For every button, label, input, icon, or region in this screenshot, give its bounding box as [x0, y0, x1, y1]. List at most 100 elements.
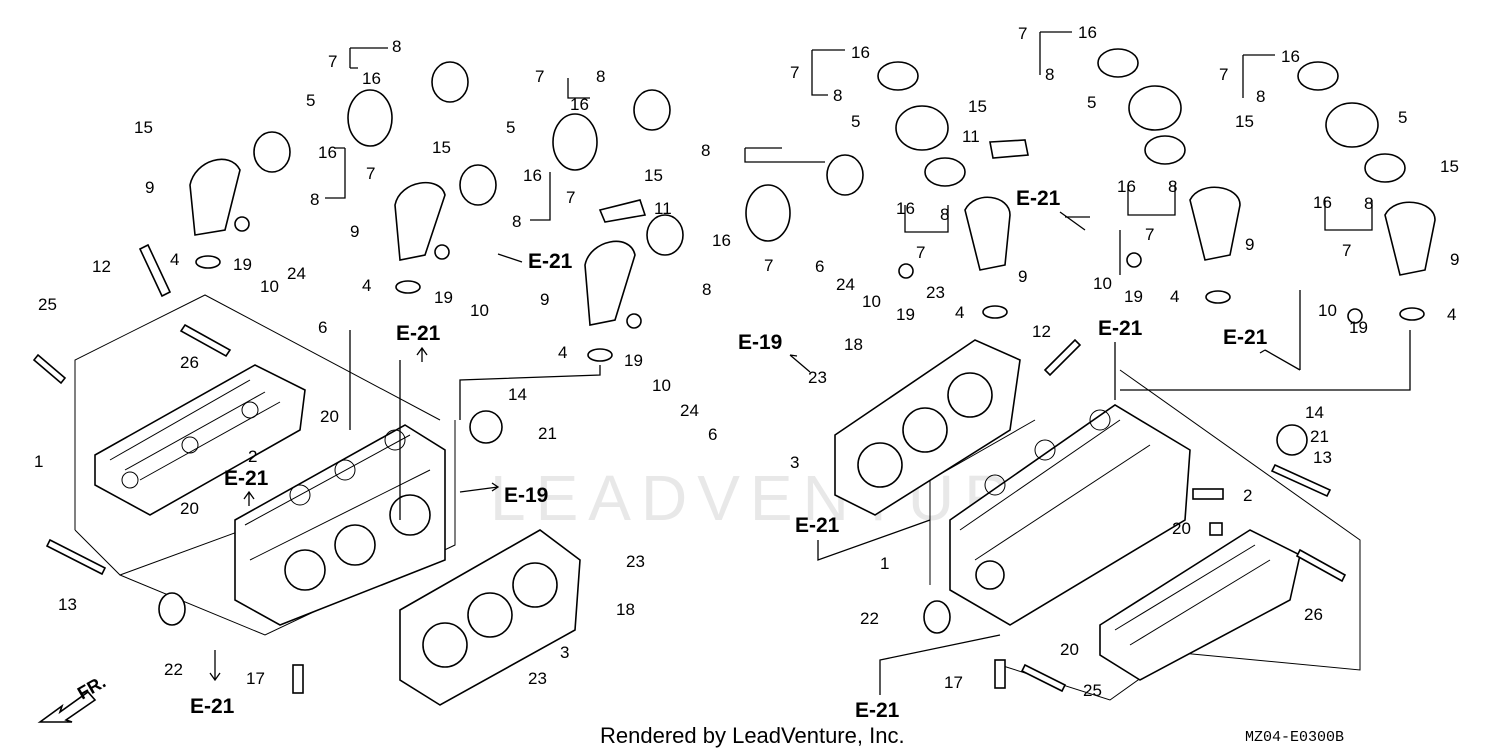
stud-2-right[interactable] [1192, 488, 1224, 500]
callout-8: 8 [833, 86, 842, 105]
callout-2: 2 [248, 447, 257, 466]
washer-19e[interactable] [1126, 252, 1142, 268]
ref-e21-8: E-21 [795, 514, 840, 537]
washer-19d[interactable] [898, 263, 914, 279]
washer-19c[interactable] [626, 313, 642, 329]
callout-15: 15 [968, 97, 987, 116]
bolt-25-right[interactable] [1020, 663, 1067, 693]
bracket-11-right[interactable] [989, 139, 1029, 159]
seal-21-left[interactable] [469, 410, 503, 444]
callout-1: 1 [880, 554, 889, 573]
callout-8: 8 [512, 212, 521, 231]
bolt-13-right[interactable] [1270, 463, 1332, 498]
washer-19a[interactable] [234, 216, 250, 232]
clamp-7g[interactable] [877, 61, 919, 91]
intake-pipe-9f[interactable] [1384, 201, 1436, 276]
seal-21-right[interactable] [1276, 424, 1308, 456]
o-ring-4b[interactable] [395, 280, 421, 294]
callout-3: 3 [560, 643, 569, 662]
joint-5a[interactable] [347, 89, 393, 147]
bracket-11-left[interactable] [598, 199, 647, 223]
intake-pipe-9c[interactable] [584, 240, 636, 326]
intake-pipe-9b[interactable] [394, 181, 446, 261]
clamp-7k[interactable] [1144, 135, 1186, 165]
intake-pipe-9a[interactable] [189, 158, 241, 236]
clamp-7f[interactable] [646, 214, 684, 256]
joint-5c[interactable] [745, 184, 791, 242]
ref-e21-5: E-21 [1016, 187, 1061, 210]
callout-24: 24 [287, 264, 306, 283]
callout-8: 8 [1256, 87, 1265, 106]
callout-7: 7 [535, 67, 544, 86]
clamp-7i[interactable] [1297, 61, 1339, 91]
callout-21: 21 [538, 424, 557, 443]
callout-8: 8 [702, 280, 711, 299]
camshaft-holder-left[interactable] [94, 364, 306, 516]
clamp-7j[interactable] [924, 157, 966, 187]
callout-7: 7 [916, 243, 925, 262]
clamp-7c[interactable] [633, 89, 671, 131]
callout-7: 7 [1145, 225, 1154, 244]
callout-8: 8 [1045, 65, 1054, 84]
clamp-7h[interactable] [1097, 48, 1139, 78]
leader-lines-right-4 [904, 205, 949, 233]
head-gasket-right[interactable] [834, 339, 1021, 516]
seal-22-right[interactable] [923, 600, 951, 634]
callout-20: 20 [320, 407, 339, 426]
o-ring-4d[interactable] [982, 305, 1008, 319]
seal-22-left[interactable] [158, 592, 186, 626]
joint-5d[interactable] [895, 105, 949, 151]
bolt-26-left[interactable] [179, 323, 232, 358]
camshaft-holder-right[interactable] [1099, 529, 1301, 681]
cylinder-head-left[interactable] [234, 424, 446, 626]
bolt-26-right[interactable] [1295, 548, 1347, 583]
o-ring-4a[interactable] [195, 255, 221, 269]
washer-19f[interactable] [1347, 308, 1363, 324]
washer-19b[interactable] [434, 244, 450, 260]
dowel-20-right[interactable] [1209, 522, 1223, 536]
leader-lines-left-3 [530, 172, 551, 221]
arrow-e19-1 [459, 482, 500, 493]
o-ring-4c[interactable] [587, 348, 613, 362]
intake-pipe-9e[interactable] [1189, 186, 1241, 261]
clamp-7a[interactable] [431, 61, 469, 103]
leader-lines-left-5 [349, 330, 401, 520]
callout-19: 19 [1124, 287, 1143, 306]
intake-pipe-9d[interactable] [964, 196, 1011, 271]
bolt-25-left[interactable] [32, 353, 67, 385]
callout-10: 10 [260, 277, 279, 296]
callout-10: 10 [1318, 301, 1337, 320]
clamp-7d[interactable] [459, 164, 497, 206]
dowel-17-right[interactable] [994, 659, 1006, 689]
callout-16: 16 [851, 43, 870, 62]
clamp-7l[interactable] [1364, 153, 1406, 183]
spark-plug-right[interactable] [1043, 338, 1082, 377]
bolt-13-left[interactable] [45, 538, 107, 576]
arrow-e21-3 [243, 490, 255, 506]
joint-5b[interactable] [552, 113, 598, 171]
callout-4: 4 [362, 276, 371, 295]
spark-plug-left[interactable] [138, 243, 172, 298]
callout-8: 8 [310, 190, 319, 209]
joint-5f[interactable] [1325, 102, 1379, 148]
left-frame-top [74, 294, 441, 530]
o-ring-4e[interactable] [1205, 290, 1231, 304]
callout-8: 8 [596, 67, 605, 86]
clamp-7b[interactable] [253, 131, 291, 173]
callout-10: 10 [1093, 274, 1112, 293]
callout-5: 5 [1398, 108, 1407, 127]
cylinder-head-right[interactable] [949, 404, 1191, 626]
o-ring-4f[interactable] [1399, 307, 1425, 321]
clamp-7e[interactable] [826, 154, 864, 196]
callout-26: 26 [1304, 605, 1323, 624]
callout-8: 8 [940, 205, 949, 224]
callout-23: 23 [808, 368, 827, 387]
ref-e21-9: E-21 [855, 699, 900, 722]
leader-lines-right-2 [1039, 31, 1072, 75]
callout-16: 16 [1281, 47, 1300, 66]
head-gasket-left[interactable] [399, 529, 581, 706]
joint-5e[interactable] [1128, 85, 1182, 131]
dowel-17-left[interactable] [292, 664, 304, 694]
leader-lines-left-4 [744, 147, 825, 163]
callout-7: 7 [366, 164, 375, 183]
